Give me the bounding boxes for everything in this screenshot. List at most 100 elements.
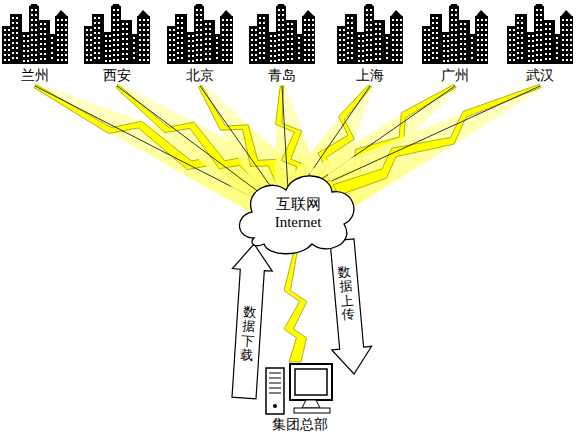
window — [304, 49, 306, 51]
window — [400, 19, 402, 21]
window — [278, 49, 280, 51]
window — [455, 34, 457, 36]
window — [226, 19, 228, 21]
window — [485, 19, 487, 21]
window — [90, 34, 92, 36]
window — [392, 44, 394, 46]
spire — [56, 10, 67, 16]
window — [536, 24, 538, 26]
window — [274, 45, 276, 47]
window — [222, 59, 224, 61]
drive-bay — [269, 383, 281, 384]
window — [255, 54, 257, 56]
window — [460, 58, 462, 60]
window — [61, 34, 63, 36]
window — [451, 19, 453, 21]
window — [147, 49, 149, 51]
window — [94, 37, 96, 39]
window — [282, 49, 284, 51]
window — [481, 49, 483, 51]
window — [90, 39, 92, 41]
window — [181, 52, 183, 54]
drive-bay — [269, 393, 281, 394]
window — [27, 50, 29, 52]
window — [188, 50, 190, 52]
window — [200, 24, 202, 26]
window — [308, 39, 310, 41]
building — [120, 20, 132, 64]
cloud-outline — [232, 168, 364, 258]
window — [188, 60, 190, 62]
window — [549, 48, 551, 50]
window — [274, 50, 276, 52]
lightning-bolt — [333, 84, 541, 195]
window — [464, 38, 466, 40]
window — [188, 40, 190, 42]
window — [460, 43, 462, 45]
window — [259, 37, 261, 39]
computer-icon — [260, 360, 340, 416]
window — [230, 44, 232, 46]
window — [226, 24, 228, 26]
window — [105, 60, 107, 62]
window — [481, 59, 483, 61]
window — [375, 48, 377, 50]
window — [196, 24, 198, 26]
window — [436, 52, 438, 54]
window — [366, 34, 368, 36]
window — [98, 32, 100, 34]
window — [370, 54, 372, 56]
window — [209, 38, 211, 40]
window — [4, 44, 6, 46]
window — [396, 54, 398, 56]
window — [432, 32, 434, 34]
window — [308, 34, 310, 36]
window — [287, 53, 289, 55]
window — [304, 24, 306, 26]
window — [259, 42, 261, 44]
window — [65, 49, 67, 51]
window — [536, 19, 538, 21]
window — [308, 59, 310, 61]
city-node: 武汉 — [505, 4, 575, 84]
building — [364, 6, 374, 64]
window — [126, 38, 128, 40]
window — [65, 29, 67, 31]
window — [23, 50, 25, 52]
window — [312, 44, 314, 46]
window — [44, 38, 46, 40]
window — [460, 33, 462, 35]
window — [460, 23, 462, 25]
window — [566, 19, 568, 21]
window — [35, 49, 37, 51]
window — [424, 59, 426, 61]
window — [31, 24, 33, 26]
city-node: 兰州 — [0, 4, 70, 84]
window — [347, 57, 349, 59]
window — [226, 59, 228, 61]
window — [251, 34, 253, 36]
window — [35, 24, 37, 26]
window — [540, 19, 542, 21]
window — [143, 59, 145, 61]
window — [304, 39, 306, 41]
window — [263, 32, 265, 34]
window — [392, 19, 394, 21]
window — [126, 58, 128, 60]
window — [304, 34, 306, 36]
window — [291, 58, 293, 60]
window — [61, 59, 63, 61]
window — [570, 49, 572, 51]
window — [90, 54, 92, 56]
window — [4, 59, 6, 61]
window — [113, 34, 115, 36]
window — [540, 59, 542, 61]
window — [16, 42, 18, 44]
window — [177, 47, 179, 49]
window — [471, 42, 473, 44]
window — [432, 17, 434, 19]
window — [122, 48, 124, 50]
window — [366, 49, 368, 51]
window — [556, 57, 558, 59]
window — [259, 22, 261, 24]
